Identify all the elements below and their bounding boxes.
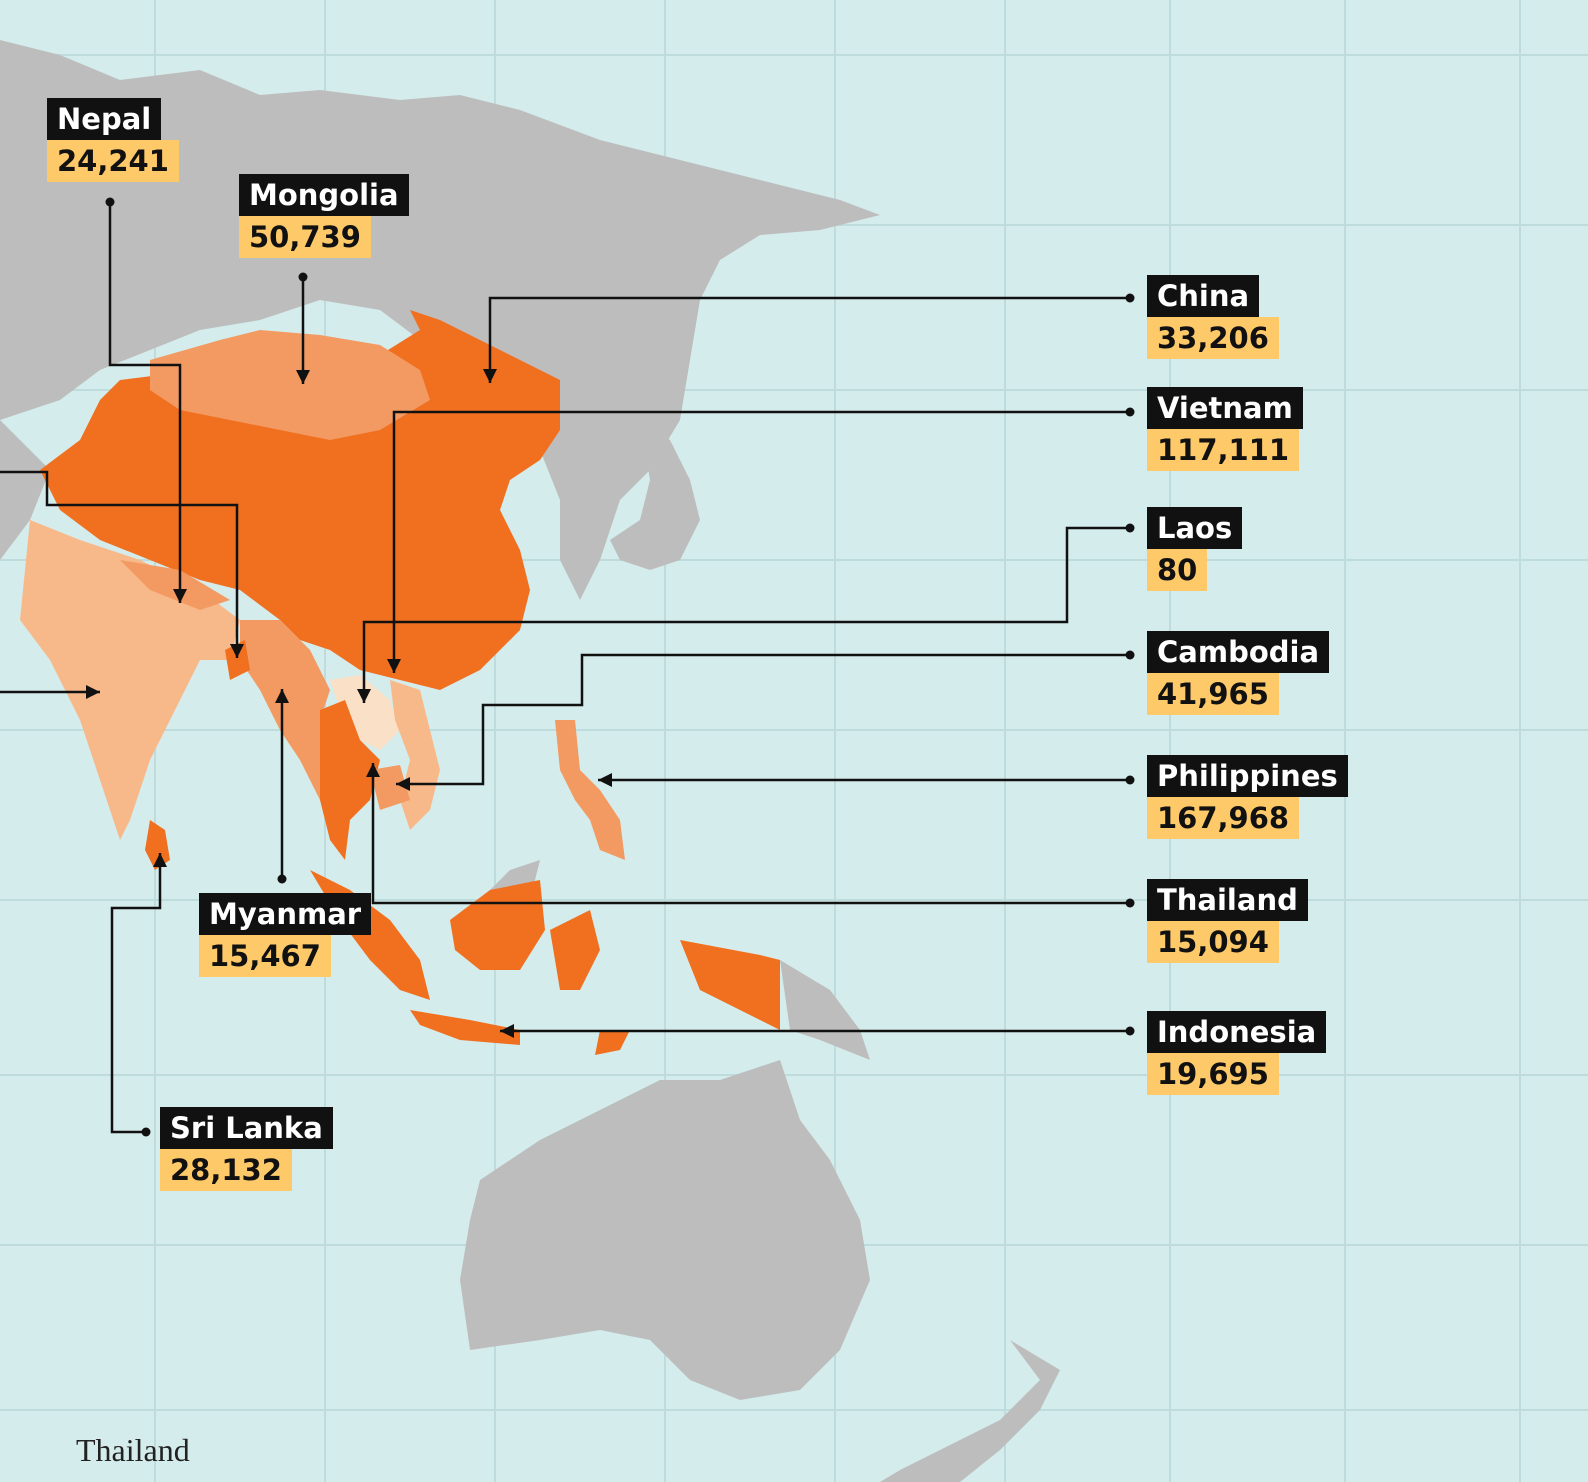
country-cambodia	[370, 765, 410, 810]
arrowhead-thailand	[366, 763, 380, 777]
country-value: 15,094	[1147, 921, 1279, 963]
connector-bangladesh	[0, 470, 239, 658]
country-nepal	[120, 560, 230, 610]
country-bangladesh	[225, 640, 250, 680]
country-name: Philippines	[1147, 755, 1348, 797]
country-name: Nepal	[47, 98, 162, 140]
label-vietnam: Vietnam 117,111	[1147, 387, 1303, 471]
arrowhead-indonesia	[500, 1024, 514, 1038]
arrowhead-india	[86, 685, 100, 699]
country-name: Cambodia	[1147, 631, 1330, 673]
country-value: 80	[1147, 549, 1208, 591]
country-name: Laos	[1147, 507, 1243, 549]
connector-arrowheads	[86, 197, 1135, 1137]
label-cambodia: Cambodia 41,965	[1147, 631, 1330, 715]
connector-dot-srilanka	[141, 1127, 151, 1137]
land-japan	[610, 420, 700, 570]
country-value: 117,111	[1147, 429, 1300, 471]
connector-cambodia	[396, 653, 1130, 786]
country-philippines	[555, 720, 625, 860]
label-mongolia: Mongolia 50,739	[239, 174, 409, 258]
connector-dot-china	[1125, 293, 1135, 303]
connector-dot-indonesia	[1125, 1026, 1135, 1036]
country-name: Sri Lanka	[160, 1107, 333, 1149]
country-value: 19,695	[1147, 1053, 1279, 1095]
arrowhead-laos	[357, 689, 371, 703]
country-mongolia	[150, 330, 430, 440]
arrowhead-myanmar	[275, 689, 289, 703]
country-name: China	[1147, 275, 1260, 317]
label-laos: Laos 80	[1147, 507, 1243, 591]
connector-dot-laos	[1125, 523, 1135, 533]
country-laos	[330, 675, 400, 750]
map-caption: Thailand	[76, 1432, 190, 1468]
arrowhead-china	[483, 369, 497, 383]
connector-dot-mongolia	[298, 272, 308, 282]
country-sri-lanka	[145, 820, 170, 870]
connector-dot-vietnam	[1125, 407, 1135, 417]
connector-vietnam	[392, 410, 1130, 673]
country-name: Myanmar	[199, 893, 372, 935]
country-thailand	[320, 700, 380, 860]
arrowhead-mongolia	[296, 370, 310, 384]
country-name: Mongolia	[239, 174, 409, 216]
country-value: 33,206	[1147, 317, 1279, 359]
land-australia	[460, 1060, 870, 1400]
country-name: Vietnam	[1147, 387, 1303, 429]
label-myanmar: Myanmar 15,467	[199, 893, 372, 977]
country-name: Thailand	[1147, 879, 1308, 921]
arrowhead-vietnam	[387, 659, 401, 673]
label-philippines: Philippines 167,968	[1147, 755, 1348, 839]
arrowhead-srilanka	[153, 853, 167, 867]
label-thailand: Thailand 15,094	[1147, 879, 1308, 963]
country-value: 167,968	[1147, 797, 1300, 839]
connector-china	[488, 296, 1130, 383]
land-png	[780, 960, 870, 1060]
land-new-zealand	[880, 1340, 1060, 1482]
country-value: 41,965	[1147, 673, 1279, 715]
connector-dot-philippines	[1125, 775, 1135, 785]
arrowhead-nepal	[173, 589, 187, 603]
country-value: 24,241	[47, 140, 179, 182]
arrowhead-cambodia	[396, 777, 410, 791]
connector-srilanka	[110, 853, 162, 1134]
label-indonesia: Indonesia 19,695	[1147, 1011, 1327, 1095]
connector-dot-cambodia	[1125, 650, 1135, 660]
label-china: China 33,206	[1147, 275, 1279, 359]
country-china	[40, 310, 560, 690]
connector-thailand	[371, 763, 1130, 905]
arrowhead-bangladesh	[230, 644, 244, 658]
label-sri-lanka: Sri Lanka 28,132	[160, 1107, 333, 1191]
arrowhead-philippines	[598, 773, 612, 787]
connector-dot-thailand	[1125, 898, 1135, 908]
land-west-india	[0, 420, 50, 560]
country-myanmar	[240, 620, 330, 800]
country-name: Indonesia	[1147, 1011, 1327, 1053]
connector-dot-nepal	[105, 197, 115, 207]
label-nepal: Nepal 24,241	[47, 98, 179, 182]
connector-dot-myanmar	[277, 874, 287, 884]
country-value: 28,132	[160, 1149, 292, 1191]
country-value: 50,739	[239, 216, 371, 258]
connector-nepal	[108, 202, 182, 603]
connector-lines	[0, 202, 1130, 1134]
connector-laos	[362, 526, 1130, 703]
country-value: 15,467	[199, 935, 331, 977]
